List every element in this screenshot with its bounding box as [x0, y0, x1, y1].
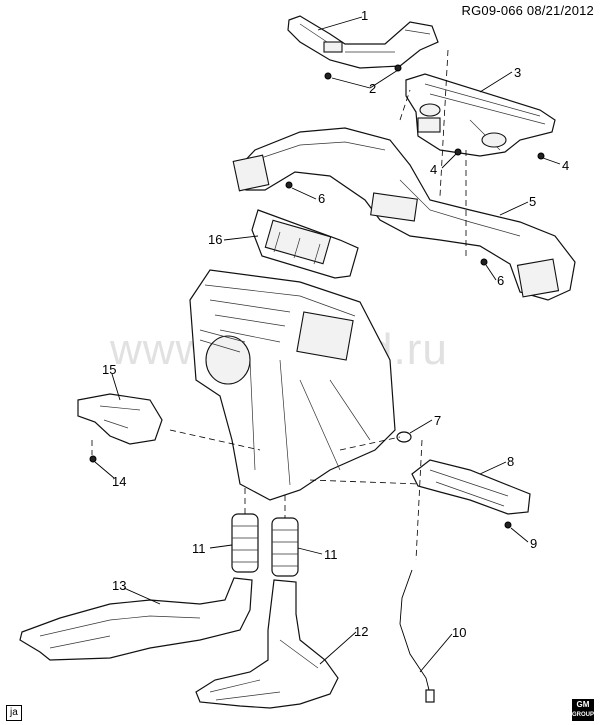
- part-9-screw: [504, 521, 512, 529]
- part-12-right-floor-duct: [195, 579, 339, 709]
- diagram-reference-header: RG09-066 08/21/2012: [461, 3, 594, 18]
- callout-15: 15: [102, 362, 116, 377]
- part-13-left-floor-duct: [19, 577, 253, 661]
- callout-3: 3: [514, 65, 521, 80]
- callout-2: 2: [369, 81, 376, 96]
- callout-9: 9: [530, 536, 537, 551]
- part-3-center-duct: [405, 73, 556, 157]
- callout-13: 13: [112, 578, 126, 593]
- part-15-floor-duct-bracket: [77, 393, 163, 445]
- leader-lines: [94, 16, 561, 673]
- callout-14: 14: [112, 474, 126, 489]
- part-5-main-duct: [232, 127, 576, 301]
- hvac-module-housing: [189, 269, 396, 501]
- callout-11-right: 11: [324, 547, 338, 562]
- part-4-screws: [454, 148, 545, 160]
- part-2-screws: [324, 64, 402, 80]
- part-7-grommet: [396, 431, 412, 443]
- gm-logo: GM GROUP: [572, 699, 594, 721]
- callout-12: 12: [354, 624, 368, 639]
- part-16-center-vent: [251, 209, 359, 279]
- callout-1: 1: [361, 8, 368, 23]
- assembly-lines: [91, 49, 467, 561]
- part-14-screw: [89, 455, 97, 463]
- part-1-upper-duct: [287, 15, 439, 69]
- callout-8: 8: [507, 454, 514, 469]
- part-10-connector: [425, 689, 435, 703]
- gm-logo-line1: GM: [576, 700, 590, 709]
- callout-10: 10: [452, 625, 466, 640]
- corner-tag: ja: [6, 705, 22, 721]
- callout-7: 7: [434, 413, 441, 428]
- callout-4-left: 4: [430, 162, 437, 177]
- part-10-cable: [399, 569, 431, 695]
- callout-labels: 1 2 3 4 4 5 6 6 7 8 9 10 11 11 12 13 14 …: [102, 8, 569, 640]
- callout-4-right: 4: [562, 158, 569, 173]
- callout-16: 16: [208, 232, 222, 247]
- gm-logo-line2: GROUP: [572, 712, 595, 718]
- part-6-screw-upper: [285, 181, 293, 189]
- callout-5: 5: [529, 194, 536, 209]
- part-6-screw-lower: [480, 258, 488, 266]
- part-11-bellows-left: [231, 513, 259, 573]
- part-11-bellows-right: [271, 517, 299, 577]
- callout-6-upper: 6: [318, 191, 325, 206]
- callout-11-left: 11: [192, 541, 206, 556]
- callout-6-lower: 6: [497, 273, 504, 288]
- part-8-side-duct: [411, 459, 531, 515]
